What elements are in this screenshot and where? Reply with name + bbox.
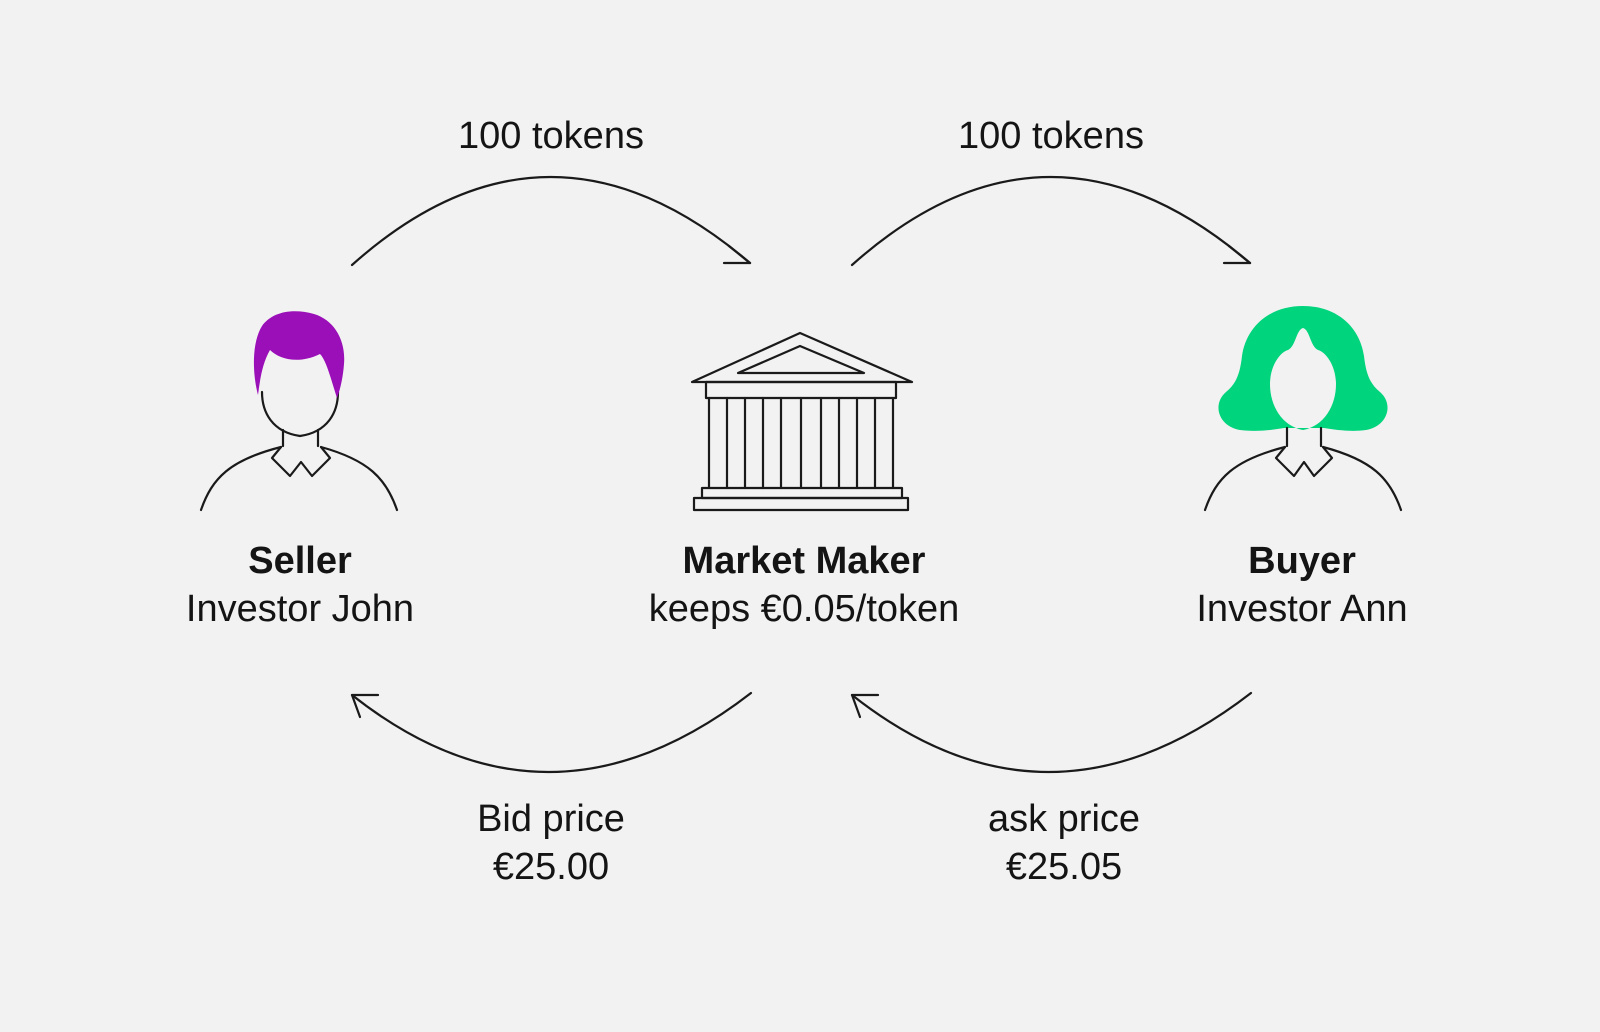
arrowhead-icon	[850, 693, 880, 719]
seller-subtitle: Investor John	[185, 588, 415, 630]
seller-title: Seller	[248, 540, 352, 582]
tokens-label-left: 100 tokens	[458, 115, 644, 157]
bid-price-value: €25.00	[492, 846, 610, 888]
market-maker-subtitle: keeps €0.05/token	[648, 588, 960, 630]
ask-price-arrow-buyer-to-maker	[850, 691, 1253, 774]
bid-price-label: Bid price	[477, 798, 625, 840]
female-investor-icon	[1203, 306, 1403, 512]
arrowhead-icon	[1222, 244, 1252, 265]
arrowhead-icon	[350, 693, 380, 719]
ask-price-value: €25.05	[1005, 846, 1123, 888]
arrowhead-icon	[722, 244, 752, 265]
market-maker-title: Market Maker	[682, 540, 926, 582]
seller-hair-icon	[253, 311, 345, 398]
male-investor-icon	[199, 311, 399, 512]
bank-building-icon	[690, 331, 914, 512]
tokens-arrow-maker-to-buyer	[850, 176, 1252, 267]
tokens-arrow-seller-to-maker	[350, 176, 752, 267]
ask-price-label: ask price	[987, 798, 1141, 840]
buyer-subtitle: Investor Ann	[1196, 588, 1408, 630]
tokens-label-right: 100 tokens	[958, 115, 1144, 157]
buyer-hair-icon	[1218, 306, 1388, 431]
bid-price-arrow-maker-to-seller	[350, 691, 753, 774]
buyer-title: Buyer	[1248, 540, 1356, 582]
